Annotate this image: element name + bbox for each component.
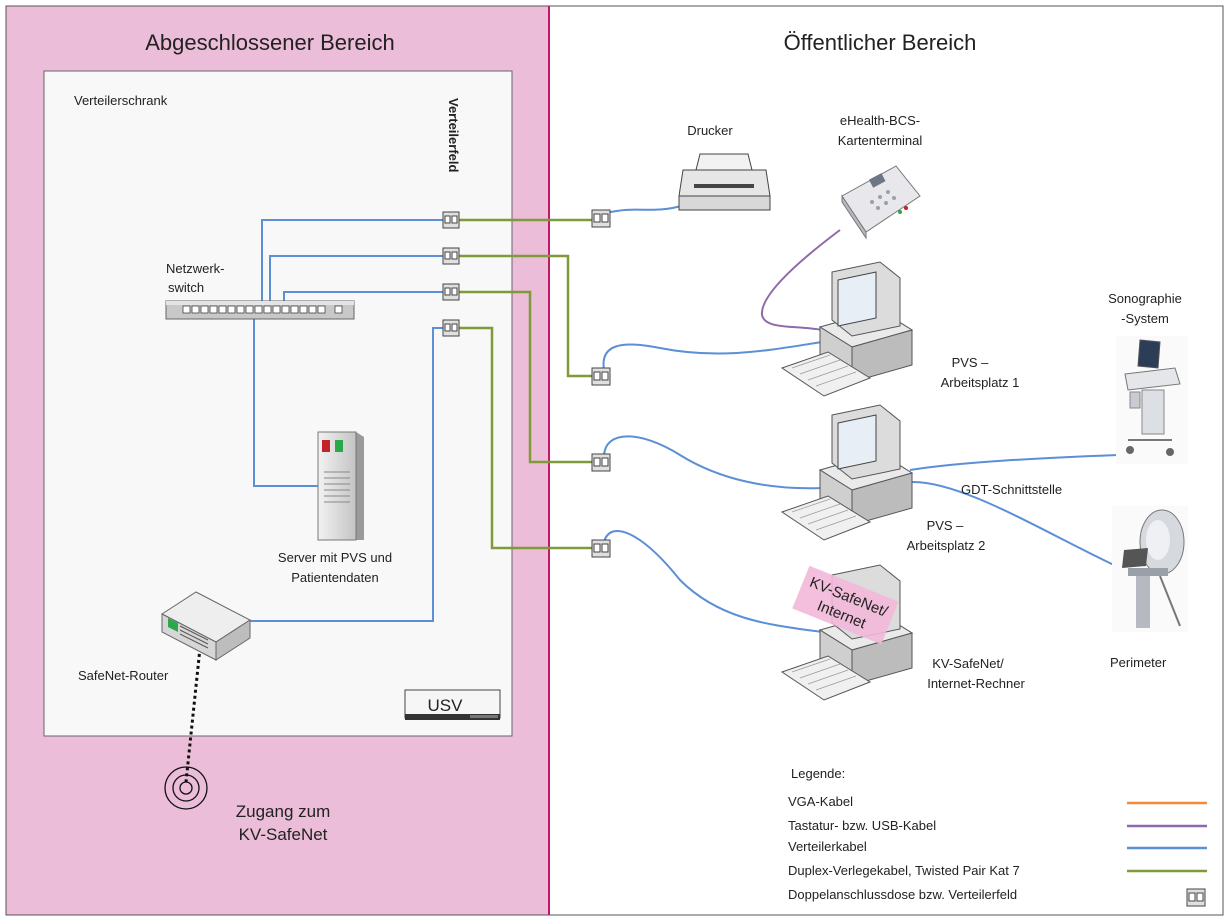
pc3-label-line1: KV-SafeNet/ bbox=[932, 656, 1004, 671]
public-zone-title: Öffentlicher Bereich bbox=[784, 30, 977, 55]
patch-panel-port-2 bbox=[442, 247, 460, 265]
pc1-icon bbox=[780, 261, 914, 397]
cable-outlet-pc2 bbox=[603, 435, 823, 490]
gdt-interface-label: GDT-Schnittstelle bbox=[961, 482, 1062, 497]
perimeter-label: Perimeter bbox=[1110, 655, 1167, 670]
patch-panel-port-4 bbox=[442, 319, 460, 337]
pc2-label-line1: PVS – bbox=[927, 518, 965, 533]
duplex-cable-pc1 bbox=[459, 254, 596, 378]
sono-label-line1: Sonographie bbox=[1108, 291, 1182, 306]
wall-outlet-pc1 bbox=[591, 367, 611, 386]
sonography-icon bbox=[1116, 336, 1188, 464]
wall-outlet-pc3 bbox=[591, 539, 611, 558]
cable-outlet-pc1 bbox=[602, 341, 823, 371]
cable-switch-server bbox=[253, 312, 318, 487]
access-label-line2: KV-SafeNet bbox=[239, 825, 328, 844]
patch-panel-port-3 bbox=[442, 283, 460, 301]
wall-outlet-printer bbox=[591, 209, 611, 228]
duplex-cable-pc2 bbox=[459, 290, 596, 464]
duplex-cable-pc3 bbox=[459, 326, 596, 550]
terminal-label-line1: eHealth-BCS- bbox=[840, 113, 920, 128]
access-label-line1: Zugang zum bbox=[236, 802, 331, 821]
cabinet-label: Verteilerschrank bbox=[74, 93, 168, 108]
legend-label-vga: VGA-Kabel bbox=[788, 794, 853, 809]
pc2-icon bbox=[780, 404, 914, 541]
switch-label-line1: Netzwerk- bbox=[166, 261, 225, 276]
cable-switch-port2 bbox=[269, 255, 445, 305]
legend-label-usb: Tastatur- bzw. USB-Kabel bbox=[788, 818, 936, 833]
cable-router-panel bbox=[245, 327, 445, 622]
cable-pc2-perimeter bbox=[909, 480, 1117, 567]
sono-label-line2: -System bbox=[1121, 311, 1169, 326]
router-icon bbox=[161, 591, 251, 661]
cable-outlet-printer bbox=[605, 204, 686, 214]
legend-label-duplex: Duplex-Verlegekabel, Twisted Pair Kat 7 bbox=[788, 863, 1020, 878]
cable-switch-port1 bbox=[261, 219, 445, 305]
ups-icon bbox=[404, 689, 501, 720]
patch-panel-label: Verteilerfeld bbox=[446, 98, 461, 172]
router-label: SafeNet-Router bbox=[78, 668, 169, 683]
pc1-label-line1: PVS – bbox=[952, 355, 990, 370]
access-point-icon bbox=[164, 766, 208, 810]
wall-outlet-pc2 bbox=[591, 453, 611, 472]
legend-outlet-icon bbox=[1186, 888, 1206, 907]
terminal-label-line2: Kartenterminal bbox=[838, 133, 923, 148]
cabinet-box bbox=[43, 70, 513, 737]
legend-title: Legende: bbox=[791, 766, 845, 781]
printer-label: Drucker bbox=[687, 123, 733, 138]
server-label-line2: Patientendaten bbox=[291, 570, 378, 585]
server-label-line1: Server mit PVS und bbox=[278, 550, 392, 565]
legend: Legende: VGA-Kabel Tastatur- bzw. USB-Ka… bbox=[788, 766, 1207, 907]
pc2-label-line2: Arbeitsplatz 2 bbox=[907, 538, 986, 553]
legend-label-outlet: Doppelanschlussdose bzw. Verteilerfeld bbox=[788, 887, 1017, 902]
legend-label-distribution: Verteilerkabel bbox=[788, 839, 867, 854]
perimeter-icon bbox=[1112, 506, 1188, 632]
server-icon bbox=[317, 431, 364, 541]
switch-label-line2: switch bbox=[168, 280, 204, 295]
ups-label: USV bbox=[428, 696, 464, 715]
cable-pc2-sono bbox=[909, 454, 1119, 471]
usb-cable-terminal bbox=[760, 229, 841, 331]
pc3-label-line2: Internet-Rechner bbox=[927, 676, 1025, 691]
card-terminal-icon bbox=[841, 165, 921, 240]
printer-icon bbox=[678, 153, 771, 211]
cable-outlet-pc3 bbox=[603, 530, 823, 633]
pc1-label-line2: Arbeitsplatz 1 bbox=[941, 375, 1020, 390]
restricted-zone-title: Abgeschlossener Bereich bbox=[145, 30, 394, 55]
dotted-line-access bbox=[184, 647, 202, 783]
patch-panel-port-1 bbox=[442, 211, 460, 229]
network-switch-icon bbox=[165, 300, 355, 320]
